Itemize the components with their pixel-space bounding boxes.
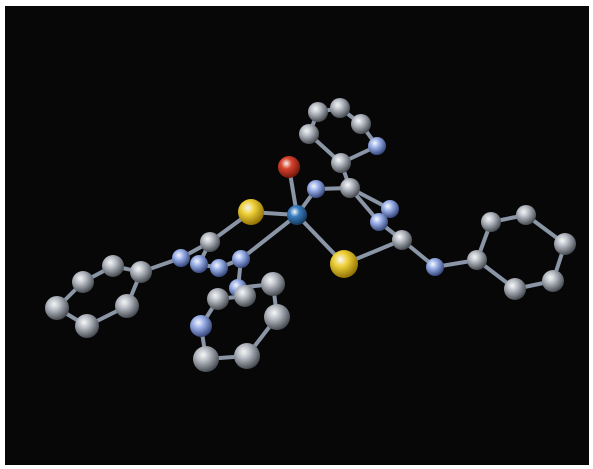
atom-c-cL3 [72,271,94,293]
atom-c-cT3 [351,114,371,134]
atom-c-cB7 [234,285,256,307]
atom-c-cB1 [261,272,285,296]
atom-o-o1 [278,156,300,178]
atom-c-cR5 [542,270,564,292]
atom-c-cL5 [75,314,99,338]
atom-c-cB3 [234,343,260,369]
bond-m1-nL2 [239,213,299,261]
atom-n-nL4 [172,249,190,267]
atom-n-nL2 [232,250,250,268]
atom-n-nB5 [190,315,212,337]
atom-c-cL2 [102,255,124,277]
atom-c-cU [340,178,360,198]
atom-n-nR1 [370,213,388,231]
atom-c-cT4 [330,98,350,118]
bond-layer [55,106,567,361]
atom-c-cB4 [193,346,219,372]
atom-layer [45,98,576,372]
atom-c-cB2 [264,304,290,330]
atom-c-cR6 [504,278,526,300]
atom-c-cR3 [516,205,536,225]
atom-c-cT1 [331,153,351,173]
molecule-render [45,98,576,372]
atom-n-nT2 [368,137,386,155]
atom-n-nL1 [190,255,208,273]
atom-c-cR2 [481,212,501,232]
atom-n-nU1 [307,180,325,198]
atom-n-nR2 [426,258,444,276]
atom-c-cL6 [115,294,139,318]
atom-n-nU2 [381,200,399,218]
atom-s-s2 [330,250,358,278]
atom-m-m1 [287,205,307,225]
atom-s-s1 [238,199,264,225]
atom-c-cR [392,230,412,250]
atom-n-nL3 [210,259,228,277]
atom-c-cT5 [308,102,328,122]
atom-c-cB6 [207,288,229,310]
atom-c-cR1 [467,250,487,270]
atom-c-cL4 [45,296,69,320]
atom-c-cT6 [299,124,319,144]
atom-c-cL1 [130,261,152,283]
molecule-viewport [5,6,589,465]
atom-c-cR4 [554,233,576,255]
atom-c-cL [200,232,220,252]
